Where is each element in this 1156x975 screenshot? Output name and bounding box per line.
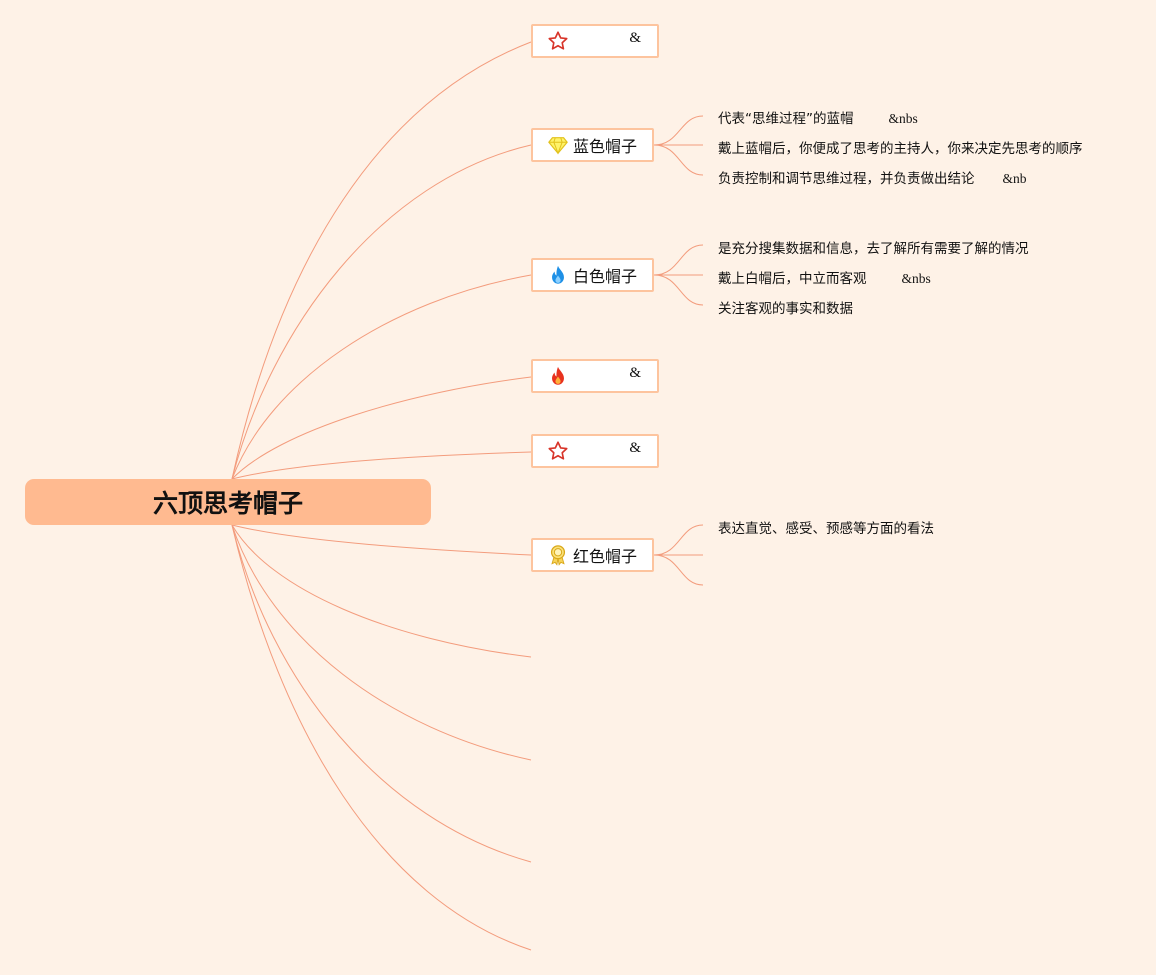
star-outline-icon xyxy=(547,440,569,462)
link-root-branch-5 xyxy=(231,451,532,480)
link-root-empty-4 xyxy=(231,524,532,951)
subtopic-blue-3-text: 负责控制和调节思维过程，并负责做出结论 xyxy=(718,171,975,187)
subtopic-white-2[interactable]: 戴上白帽后，中立而客观&nbs xyxy=(718,267,931,287)
branch-topic-1-tail: & xyxy=(629,30,641,46)
branch-topic-2[interactable]: 蓝色帽子 xyxy=(531,128,654,162)
link-root-branch-4 xyxy=(231,376,532,480)
link-root-branch-6 xyxy=(231,524,532,556)
red-flame-icon xyxy=(547,365,569,387)
star-outline-icon xyxy=(547,30,569,52)
link-root-empty-3 xyxy=(231,524,532,863)
link-blue-child-1 xyxy=(653,115,704,146)
branch-topic-2-label: 蓝色帽子 xyxy=(573,137,638,156)
link-root-branch-3 xyxy=(231,274,532,480)
branch-topic-6-label: 红色帽子 xyxy=(573,547,638,566)
diamond-icon xyxy=(547,134,569,156)
link-red-child-3 xyxy=(653,554,704,586)
root-topic-label: 六顶思考帽子 xyxy=(152,489,303,518)
link-root-empty-2 xyxy=(231,524,532,761)
link-root-branch-2 xyxy=(231,144,532,480)
link-white-child-1 xyxy=(653,244,704,276)
link-red-child-1 xyxy=(653,524,704,556)
subtopic-blue-3-tail: &nb xyxy=(1002,171,1027,186)
branch-topic-5[interactable]: & xyxy=(531,434,659,468)
blue-flame-icon xyxy=(547,264,569,286)
subtopic-blue-2[interactable]: 戴上蓝帽后，你便成了思考的主持人，你来决定先思考的顺序 xyxy=(718,137,1083,157)
subtopic-white-3[interactable]: 关注客观的事实和数据 xyxy=(718,297,853,317)
subtopic-white-2-text: 戴上白帽后，中立而客观 xyxy=(718,271,867,287)
subtopic-blue-1[interactable]: 代表“思维过程”的蓝帽&nbs xyxy=(718,107,918,127)
link-root-empty-1 xyxy=(231,524,532,658)
subtopic-blue-2-text: 戴上蓝帽后，你便成了思考的主持人，你来决定先思考的顺序 xyxy=(718,141,1083,157)
subtopic-blue-1-text: 代表“思维过程”的蓝帽 xyxy=(718,111,854,127)
subtopic-blue-1-tail: &nbs xyxy=(888,111,918,126)
link-root-branch-1 xyxy=(231,41,532,480)
link-blue-child-3 xyxy=(653,144,704,176)
branch-topic-4[interactable]: & xyxy=(531,359,659,393)
branch-topic-4-tail: & xyxy=(629,365,641,381)
subtopic-white-1[interactable]: 是充分搜集数据和信息，去了解所有需要了解的情况 xyxy=(718,237,1029,257)
subtopic-white-1-text: 是充分搜集数据和信息，去了解所有需要了解的情况 xyxy=(718,241,1029,257)
branch-topic-5-tail: & xyxy=(629,440,641,456)
subtopic-red-1-text: 表达直觉、感受、预感等方面的看法 xyxy=(718,521,934,537)
subtopic-blue-3[interactable]: 负责控制和调节思维过程，并负责做出结论&nb xyxy=(718,167,1027,187)
root-topic[interactable]: 六顶思考帽子 xyxy=(25,479,431,525)
branch-topic-1[interactable]: & xyxy=(531,24,659,58)
subtopic-white-3-text: 关注客观的事实和数据 xyxy=(718,301,853,317)
award-ribbon-icon xyxy=(547,544,569,566)
branch-topic-6[interactable]: 红色帽子 xyxy=(531,538,654,572)
branch-topic-3-label: 白色帽子 xyxy=(573,267,638,286)
subtopic-white-2-tail: &nbs xyxy=(901,271,931,286)
branch-topic-3[interactable]: 白色帽子 xyxy=(531,258,654,292)
link-white-child-3 xyxy=(653,274,704,306)
subtopic-red-1[interactable]: 表达直觉、感受、预感等方面的看法 xyxy=(718,517,934,537)
